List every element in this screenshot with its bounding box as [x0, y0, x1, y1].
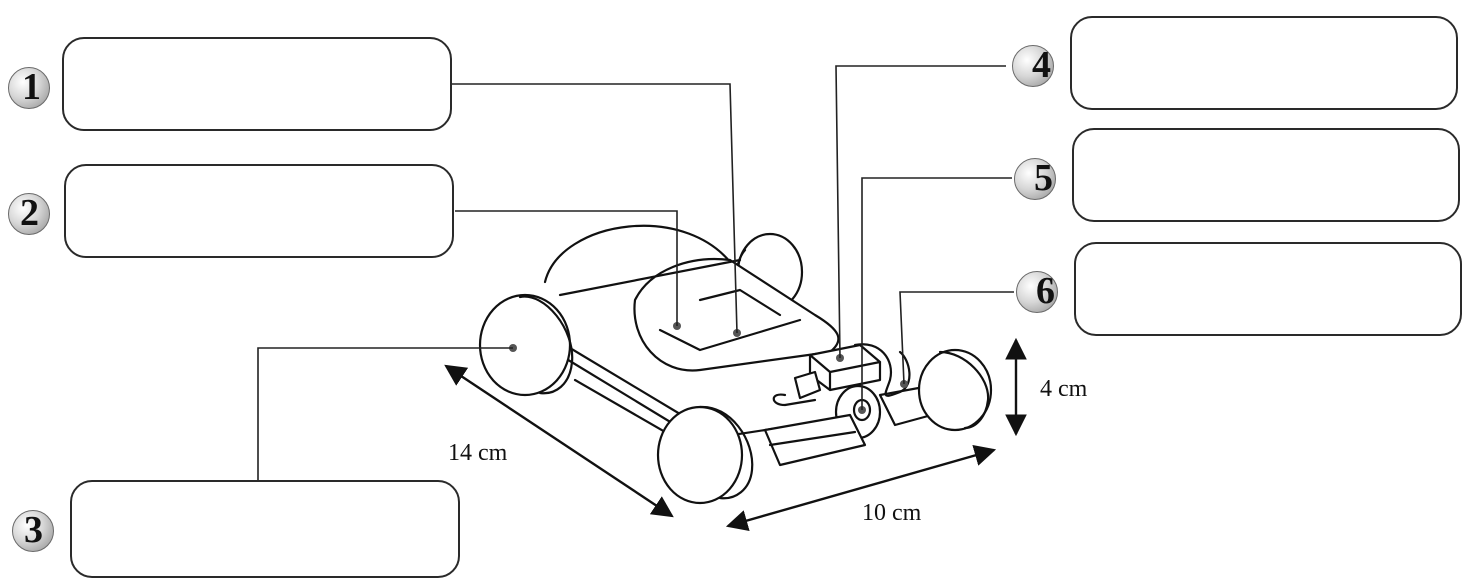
badge-circle-icon: [1012, 45, 1054, 87]
label-box-2[interactable]: [64, 164, 454, 258]
badge-circle-icon: [8, 193, 50, 235]
badge-circle-icon: [1016, 271, 1058, 313]
dimension-arrows: [444, 337, 1027, 532]
leader-4: [835, 65, 1006, 359]
wire: [853, 343, 911, 397]
callout-number: 3: [24, 509, 43, 551]
wheel-rear-left: [478, 293, 572, 397]
badge-circle-icon: [12, 510, 54, 552]
length-label: 14 cm: [448, 440, 508, 466]
length-arrow: [444, 364, 674, 518]
leader-3: [257, 347, 513, 480]
leader-1: [452, 83, 738, 334]
callout-number: 2: [20, 192, 39, 234]
front-plate: [763, 413, 867, 467]
wheel-front-left: [656, 405, 744, 505]
leader-2: [455, 210, 678, 326]
callout-number: 6: [1036, 270, 1055, 312]
label-box-1[interactable]: [62, 37, 452, 131]
label-box-6[interactable]: [1074, 242, 1462, 336]
label-box-4[interactable]: [1070, 16, 1458, 110]
width-arrow: [725, 444, 997, 532]
width-label: 10 cm: [862, 500, 922, 526]
leader-5: [861, 177, 1012, 410]
callout-number: 4: [1032, 44, 1051, 86]
wheel-front-right: [917, 348, 993, 432]
leader-6: [899, 291, 1014, 385]
leader-lines: [257, 65, 1014, 480]
badge-circle-icon: [8, 67, 50, 109]
badge-circle-icon: [1014, 158, 1056, 200]
callout-number: 1: [22, 66, 41, 108]
vehicle-arch: [543, 224, 738, 284]
label-box-3[interactable]: [70, 480, 460, 578]
label-box-5[interactable]: [1072, 128, 1460, 222]
callout-number: 5: [1034, 157, 1053, 199]
height-label: 4 cm: [1040, 376, 1088, 402]
